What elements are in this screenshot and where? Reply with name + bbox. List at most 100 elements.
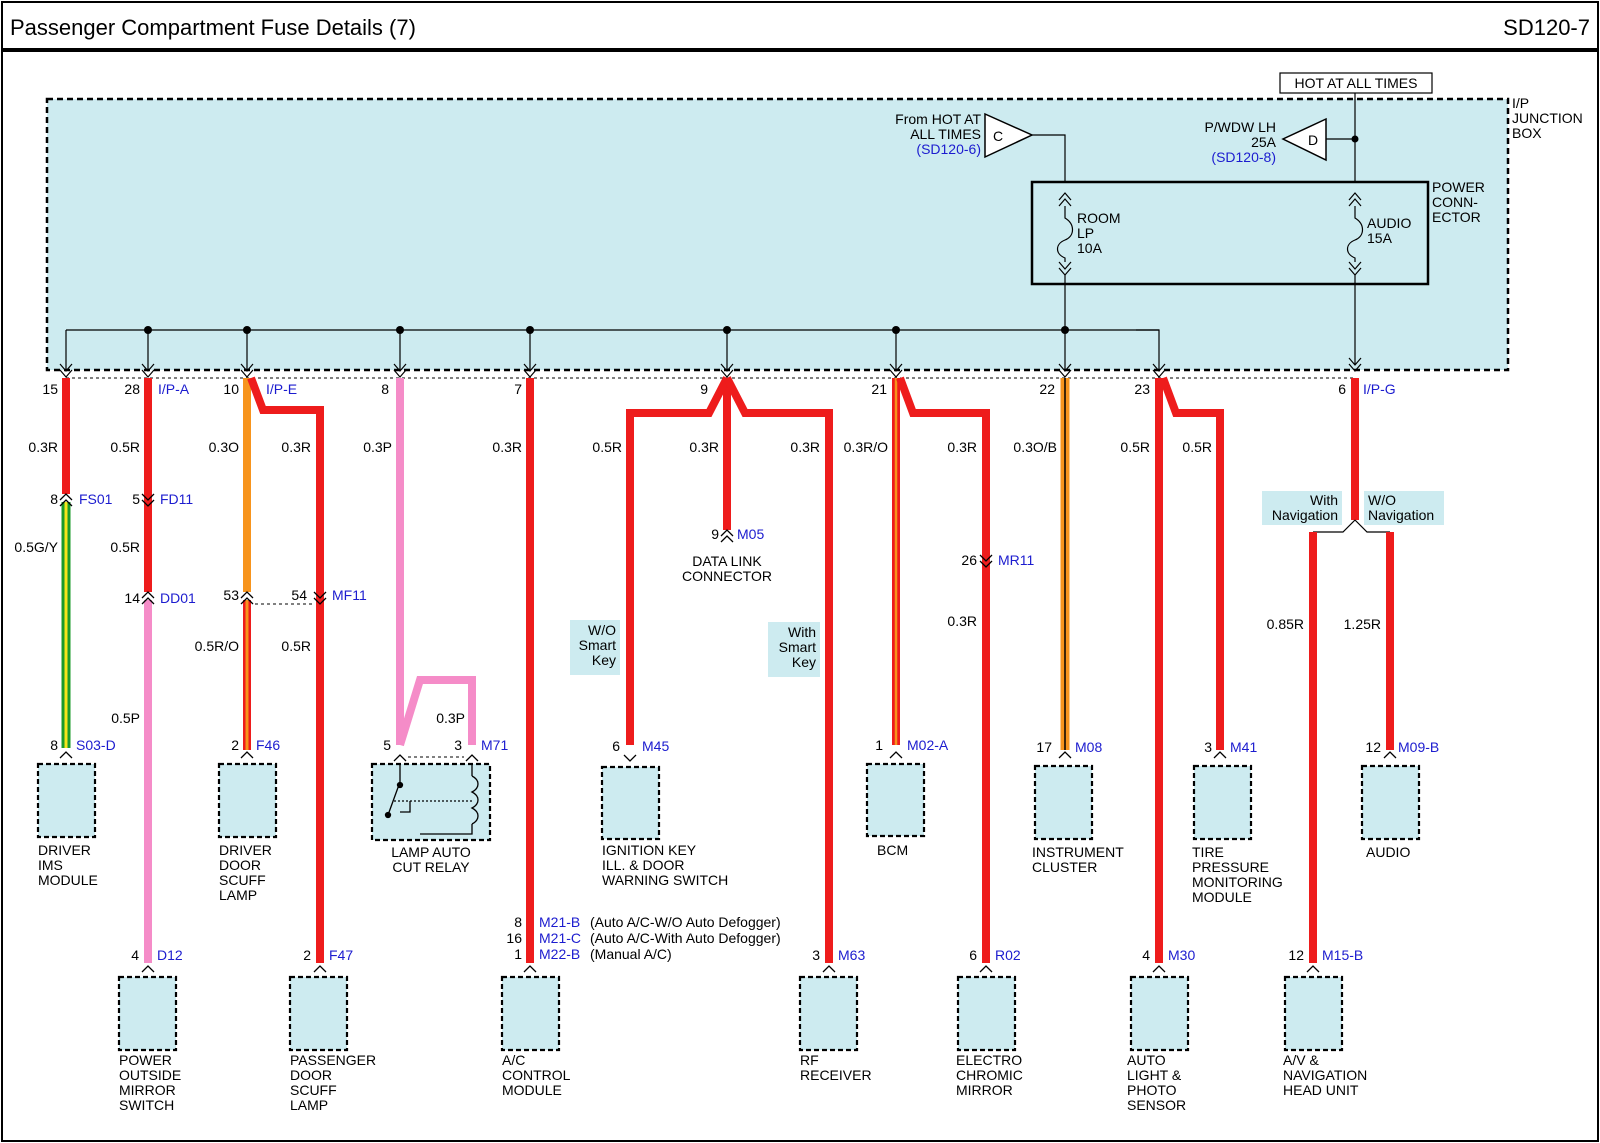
conn-fd11[interactable]: FD11 (160, 491, 193, 507)
label-components-pass_scuff-l1: PASSENGER (290, 1052, 376, 1068)
ignition-key-switch[interactable] (600, 765, 661, 841)
label-components-door_scuff-num: 2 (231, 737, 239, 753)
conn-s03-d[interactable]: S03-D (76, 737, 116, 753)
label-components-lamp_relay-num3: 3 (454, 737, 462, 753)
component-pin-marks (59, 751, 1397, 973)
label-components-ign_key-l1: IGNITION KEY (602, 842, 697, 858)
conn-fs01[interactable]: FS01 (79, 491, 113, 507)
wire-9-left[interactable] (626, 376, 731, 745)
conn-m08[interactable]: M08 (1075, 739, 1102, 755)
rf-receiver[interactable] (798, 975, 859, 1052)
label-options-wo_nav_1: W/O (1368, 492, 1396, 508)
label-components-tpms-l2: PRESSURE (1192, 859, 1269, 875)
page-code: SD120-7 (1503, 15, 1590, 40)
from-c-ref[interactable]: (SD120-6) (916, 141, 981, 157)
conn-f46[interactable]: F46 (256, 737, 280, 753)
conn-m41[interactable]: M41 (1230, 739, 1257, 755)
label-options-wo_nav_2: Navigation (1368, 507, 1434, 523)
label-wires-w13: 0.5R (592, 439, 622, 455)
label-components-ecm-l1: ELECTRO (956, 1052, 1022, 1068)
label-components-ign_key-l2: ILL. & DOOR (602, 857, 684, 873)
pin-21: 21 (871, 381, 887, 397)
label-components-cluster-l1: INSTRUMENT (1032, 844, 1124, 860)
conn-m21-b[interactable]: M21-B (539, 914, 580, 930)
power-label-1: POWER (1432, 179, 1485, 195)
driver-door-scuff-lamp[interactable] (217, 762, 278, 839)
electro-chromic-mirror[interactable] (956, 975, 1017, 1052)
lamp-auto-cut-relay[interactable] (370, 762, 492, 842)
label-components-auto_light-l1: AUTO (1127, 1052, 1166, 1068)
label-components-ac-n2: 16 (506, 930, 522, 946)
conn-mr11[interactable]: MR11 (998, 552, 1035, 568)
label-options-with_nav_1: With (1310, 492, 1338, 508)
label-components-mirror_sw-l1: POWER (119, 1052, 172, 1068)
pwdw-amp: 25A (1251, 134, 1277, 150)
wire-8-loop[interactable] (396, 676, 476, 747)
auto-light-photo-sensor[interactable] (1129, 975, 1190, 1052)
tag-wo-smart-key (570, 620, 620, 675)
conn-m21-c[interactable]: M21-C (539, 930, 581, 946)
pin-15: 15 (42, 381, 58, 397)
label-wires-w17: 0.3R (947, 439, 977, 455)
wire-21-right[interactable] (896, 376, 990, 963)
label-components-lamp_relay-num5: 5 (383, 737, 391, 753)
dd01-pin: 14 (124, 590, 140, 606)
label-options-with_nav_2: Navigation (1272, 507, 1338, 523)
conn-m15-b[interactable]: M15-B (1322, 947, 1363, 963)
tire-pressure-module[interactable] (1192, 764, 1253, 841)
conn-m22-b[interactable]: M22-B (539, 946, 580, 962)
conn-mf11[interactable]: MF11 (332, 587, 367, 603)
conn-d12[interactable]: D12 (157, 947, 183, 963)
instrument-cluster[interactable] (1033, 764, 1094, 841)
conn-ip-g[interactable]: I/P-G (1363, 381, 1396, 397)
label-components-pass_scuff-num: 2 (303, 947, 311, 963)
conn-ip-e[interactable]: I/P-E (266, 381, 297, 397)
ac-control-module[interactable] (500, 975, 561, 1052)
av-navigation-head-unit[interactable] (1283, 975, 1344, 1052)
wire-9-right[interactable] (723, 376, 833, 963)
label-components-ac-l1: A/C (502, 1052, 525, 1068)
label-components-pass_scuff-l3: SCUFF (290, 1082, 337, 1098)
passenger-door-scuff-lamp[interactable] (288, 975, 349, 1052)
d-letter: D (1308, 132, 1318, 148)
label-components-mirror_sw-l2: OUTSIDE (119, 1067, 181, 1083)
wire-23-right[interactable] (1159, 376, 1224, 750)
label-components-auto_light-l4: SENSOR (1127, 1097, 1186, 1113)
conn-m63[interactable]: M63 (838, 947, 865, 963)
data-link-label-1: DATA LINK (692, 553, 762, 569)
hot-label-box (1279, 72, 1433, 94)
label-components-av_nav-l2: NAVIGATION (1283, 1067, 1367, 1083)
audio-unit[interactable] (1360, 764, 1421, 841)
power-outside-mirror-switch[interactable] (117, 975, 178, 1052)
label-wires-w19: 0.3O/B (1013, 439, 1057, 455)
label-wires-w22: 0.85R (1267, 616, 1304, 632)
c-letter: C (993, 128, 1003, 144)
label-components-bcm-l1: BCM (877, 842, 908, 858)
tag-with-smart-key (768, 622, 820, 677)
conn-f47[interactable]: F47 (329, 947, 353, 963)
conn-m45[interactable]: M45 (642, 738, 669, 754)
conn-m05[interactable]: M05 (737, 526, 764, 542)
wire-10-red[interactable] (247, 376, 324, 963)
bcm-module[interactable] (865, 762, 926, 838)
label-components-ac-n3: 1 (514, 946, 522, 962)
label-components-ign_key-l3: WARNING SWITCH (602, 872, 728, 888)
pwdw-ref[interactable]: (SD120-8) (1211, 149, 1276, 165)
conn-m09-b[interactable]: M09-B (1398, 739, 1439, 755)
pin-7: 7 (514, 381, 522, 397)
conn-dd01[interactable]: DD01 (160, 590, 196, 606)
conn-m71[interactable]: M71 (481, 737, 508, 753)
hot-label: HOT AT ALL TIMES (1295, 75, 1418, 91)
label-components-door_scuff-l4: LAMP (219, 887, 257, 903)
conn-m30[interactable]: M30 (1168, 947, 1195, 963)
room-lp-fuse (1056, 192, 1074, 330)
driver-ims-module[interactable] (36, 762, 97, 839)
label-components-ac-d2: (Auto A/C-With Auto Defogger) (590, 930, 781, 946)
conn-ip-a[interactable]: I/P-A (158, 381, 190, 397)
fd11-pin: 5 (132, 491, 140, 507)
conn-r02[interactable]: R02 (995, 947, 1021, 963)
label-components-audio-l1: AUDIO (1366, 844, 1410, 860)
label-components-door_scuff-l1: DRIVER (219, 842, 272, 858)
label-components-auto_light-num: 4 (1142, 947, 1150, 963)
conn-m02-a[interactable]: M02-A (907, 737, 949, 753)
